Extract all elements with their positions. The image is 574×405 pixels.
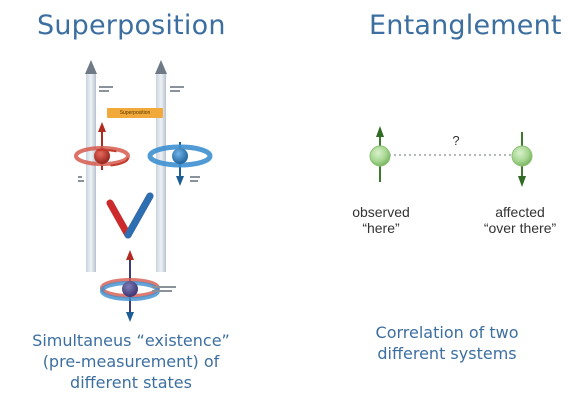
entanglement-caption: Correlation of two different systems	[325, 322, 569, 364]
superposed-particle-icon	[100, 250, 160, 322]
observed-label-line2: “here”	[362, 220, 400, 236]
superposition-title: Superposition	[37, 10, 226, 41]
affected-particle-icon	[511, 132, 533, 187]
superposition-caption-line2: (pre-measurement) of	[42, 352, 220, 371]
observed-label-line1: observed	[352, 204, 410, 220]
observed-particle-icon	[369, 126, 391, 182]
superposition-tag: Superposition	[107, 108, 163, 118]
spin-up-particle-icon	[74, 122, 130, 170]
superposition-caption: Simultaneus “existence” (pre-measurement…	[0, 330, 262, 393]
right-axis-bar	[155, 60, 167, 272]
axis-annotation-marks	[78, 86, 200, 292]
affected-label-line1: affected	[495, 204, 545, 220]
superposition-caption-line1: Simultaneus “existence”	[32, 331, 230, 350]
superposition-caption-line3: different states	[70, 373, 192, 392]
entanglement-title: Entanglement	[369, 10, 562, 41]
entanglement-illustration	[369, 126, 533, 187]
affected-label-line2: “over there”	[483, 220, 557, 236]
affected-label: affected “over there”	[462, 204, 574, 236]
combine-checkmark-icon	[106, 192, 154, 239]
observed-label: observed “here”	[336, 204, 426, 236]
left-axis-bar	[85, 60, 97, 272]
entanglement-caption-line2: different systems	[377, 344, 517, 363]
question-mark: ?	[452, 133, 460, 148]
entanglement-caption-line1: Correlation of two	[375, 323, 519, 342]
spin-down-particle-icon	[147, 142, 213, 186]
